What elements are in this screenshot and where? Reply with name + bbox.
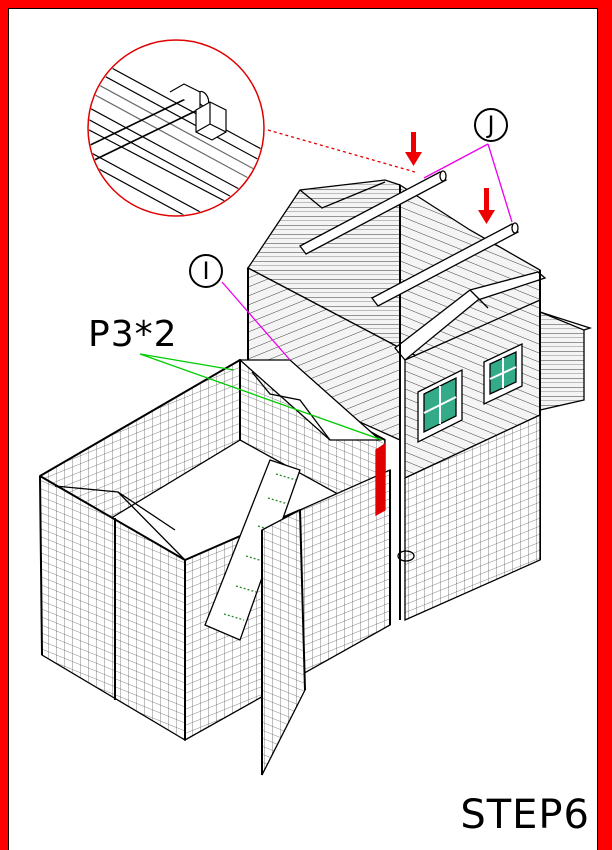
leader-lines	[139, 143, 513, 441]
rod-parts-j	[299, 170, 519, 307]
coop-house	[247, 179, 593, 622]
callout-j-text: J	[487, 111, 495, 139]
chicken-run	[39, 358, 415, 776]
coop-window-left	[417, 368, 463, 444]
callout-j: J	[474, 108, 508, 142]
red-down-arrow-icon	[405, 132, 495, 224]
part-label-p3: P3*2	[88, 314, 178, 355]
callout-i-text: I	[202, 257, 210, 285]
callout-i: I	[189, 254, 223, 288]
step-label: STEP6	[460, 792, 590, 838]
coop-window-right	[483, 342, 523, 406]
inner-border	[8, 8, 598, 850]
